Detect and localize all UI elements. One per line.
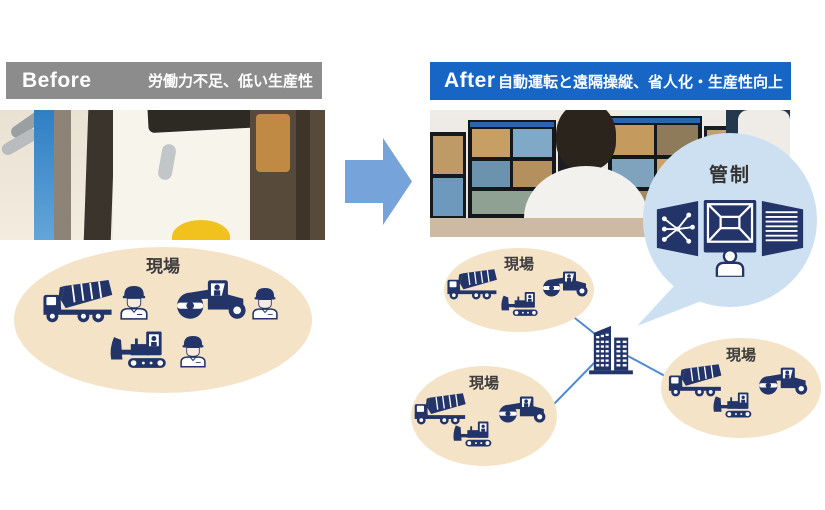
door-glass	[256, 114, 290, 172]
monitor-header	[610, 118, 700, 123]
road-roller-icon	[541, 266, 591, 300]
transition-arrow-icon	[345, 138, 412, 225]
monitor-screen	[433, 178, 463, 216]
building-icon	[586, 320, 636, 377]
cab-windshield	[113, 110, 255, 240]
site-ellipse-before	[14, 247, 312, 393]
monitor-screen	[472, 161, 510, 187]
monitor-header	[470, 122, 554, 127]
worker-icon	[179, 332, 207, 368]
road-roller-icon	[497, 391, 549, 426]
monitor-screen	[612, 125, 654, 155]
monitor-screen	[472, 129, 510, 157]
worker-icon	[251, 284, 279, 320]
bulldozer-icon	[451, 417, 499, 450]
before-title: Before	[22, 68, 92, 92]
before-subtitle: 労働力不足、低い生産性	[147, 73, 313, 90]
worker-hardhat	[172, 220, 230, 240]
road-roller-icon	[757, 362, 811, 398]
monitor-screen	[433, 136, 463, 174]
worker-icon	[119, 282, 149, 320]
bulldozer-icon	[499, 287, 545, 320]
door-slat	[296, 110, 310, 240]
site-label-3: 現場	[725, 347, 756, 364]
site-label-before: 現場	[146, 257, 180, 276]
cab-door-frame	[83, 110, 116, 240]
before-photo	[0, 110, 325, 240]
operator-head	[556, 110, 616, 170]
dump-truck-icon	[42, 277, 116, 323]
control-label: 管制	[708, 165, 751, 186]
after-header: After 自動運転と遠隔操縦、省人化・生産性向上	[430, 62, 791, 100]
truck-pillar	[54, 110, 71, 240]
control-center-icon	[655, 198, 805, 277]
dump-truck-icon	[446, 267, 500, 300]
bulldozer-icon	[107, 327, 177, 371]
road-roller-icon	[174, 274, 251, 322]
after-title: After	[444, 69, 496, 92]
site-label-2: 現場	[468, 375, 499, 392]
bulldozer-icon	[711, 388, 759, 421]
truck-blue-stripe	[34, 110, 54, 240]
after-subtitle: 自動運転と遠隔操縦、省人化・生産性向上	[497, 73, 783, 91]
monitor-screen	[513, 129, 552, 157]
monitor	[430, 132, 466, 222]
site-label-1: 現場	[503, 256, 534, 273]
before-header: Before 労働力不足、低い生産性	[6, 62, 322, 99]
